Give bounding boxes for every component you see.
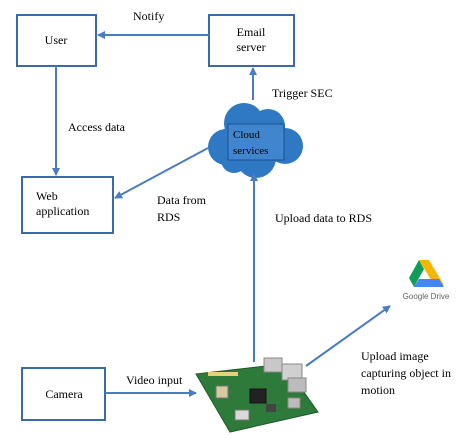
google-drive-label: Google Drive [403, 292, 450, 301]
edge-trigger-sec: Trigger SEC [249, 67, 333, 100]
email-server-node: Email server [208, 14, 295, 67]
google-drive-icon [409, 260, 444, 287]
email-server-label-line1: Email [237, 25, 266, 39]
upload-image-label-line2: capturing object in [361, 366, 451, 380]
data-from-rds-label-line1: Data from [157, 193, 207, 207]
camera-label: Camera [45, 387, 83, 401]
web-application-label-line2: application [36, 204, 89, 218]
cloud-services-label-line1: Cloud [233, 129, 260, 141]
video-input-label: Video input [126, 373, 183, 387]
cloud-services-label-line2: services [233, 145, 268, 157]
access-data-label: Access data [68, 120, 126, 134]
user-label: User [45, 33, 68, 47]
cloud-services-node: Cloud services [208, 103, 303, 178]
edge-upload-data-to-rds: Upload data to RDS [250, 173, 372, 362]
camera-node: Camera [21, 367, 106, 421]
raspberry-pi-board-icon [195, 357, 319, 433]
email-server-label-line2: server [236, 40, 265, 54]
notify-label: Notify [133, 9, 164, 23]
edge-access-data: Access data [52, 66, 126, 176]
edge-upload-image: Upload image capturing object in motion [305, 305, 451, 397]
web-application-node: Web application [21, 176, 114, 234]
web-application-label-line1: Web [36, 189, 58, 203]
data-from-rds-label-line2: RDS [157, 210, 180, 224]
edge-notify: Notify [97, 9, 209, 39]
edge-video-input: Video input [105, 373, 197, 397]
trigger-sec-label: Trigger SEC [272, 86, 333, 100]
upload-image-label-line1: Upload image [361, 349, 429, 363]
edge-data-from-rds: Data from RDS [114, 147, 209, 224]
upload-image-label-line3: motion [361, 383, 395, 397]
upload-data-to-rds-label: Upload data to RDS [275, 211, 372, 225]
cloud-inner-box [227, 123, 285, 161]
google-drive-node: Google Drive [403, 260, 450, 301]
user-node: User [16, 14, 97, 67]
